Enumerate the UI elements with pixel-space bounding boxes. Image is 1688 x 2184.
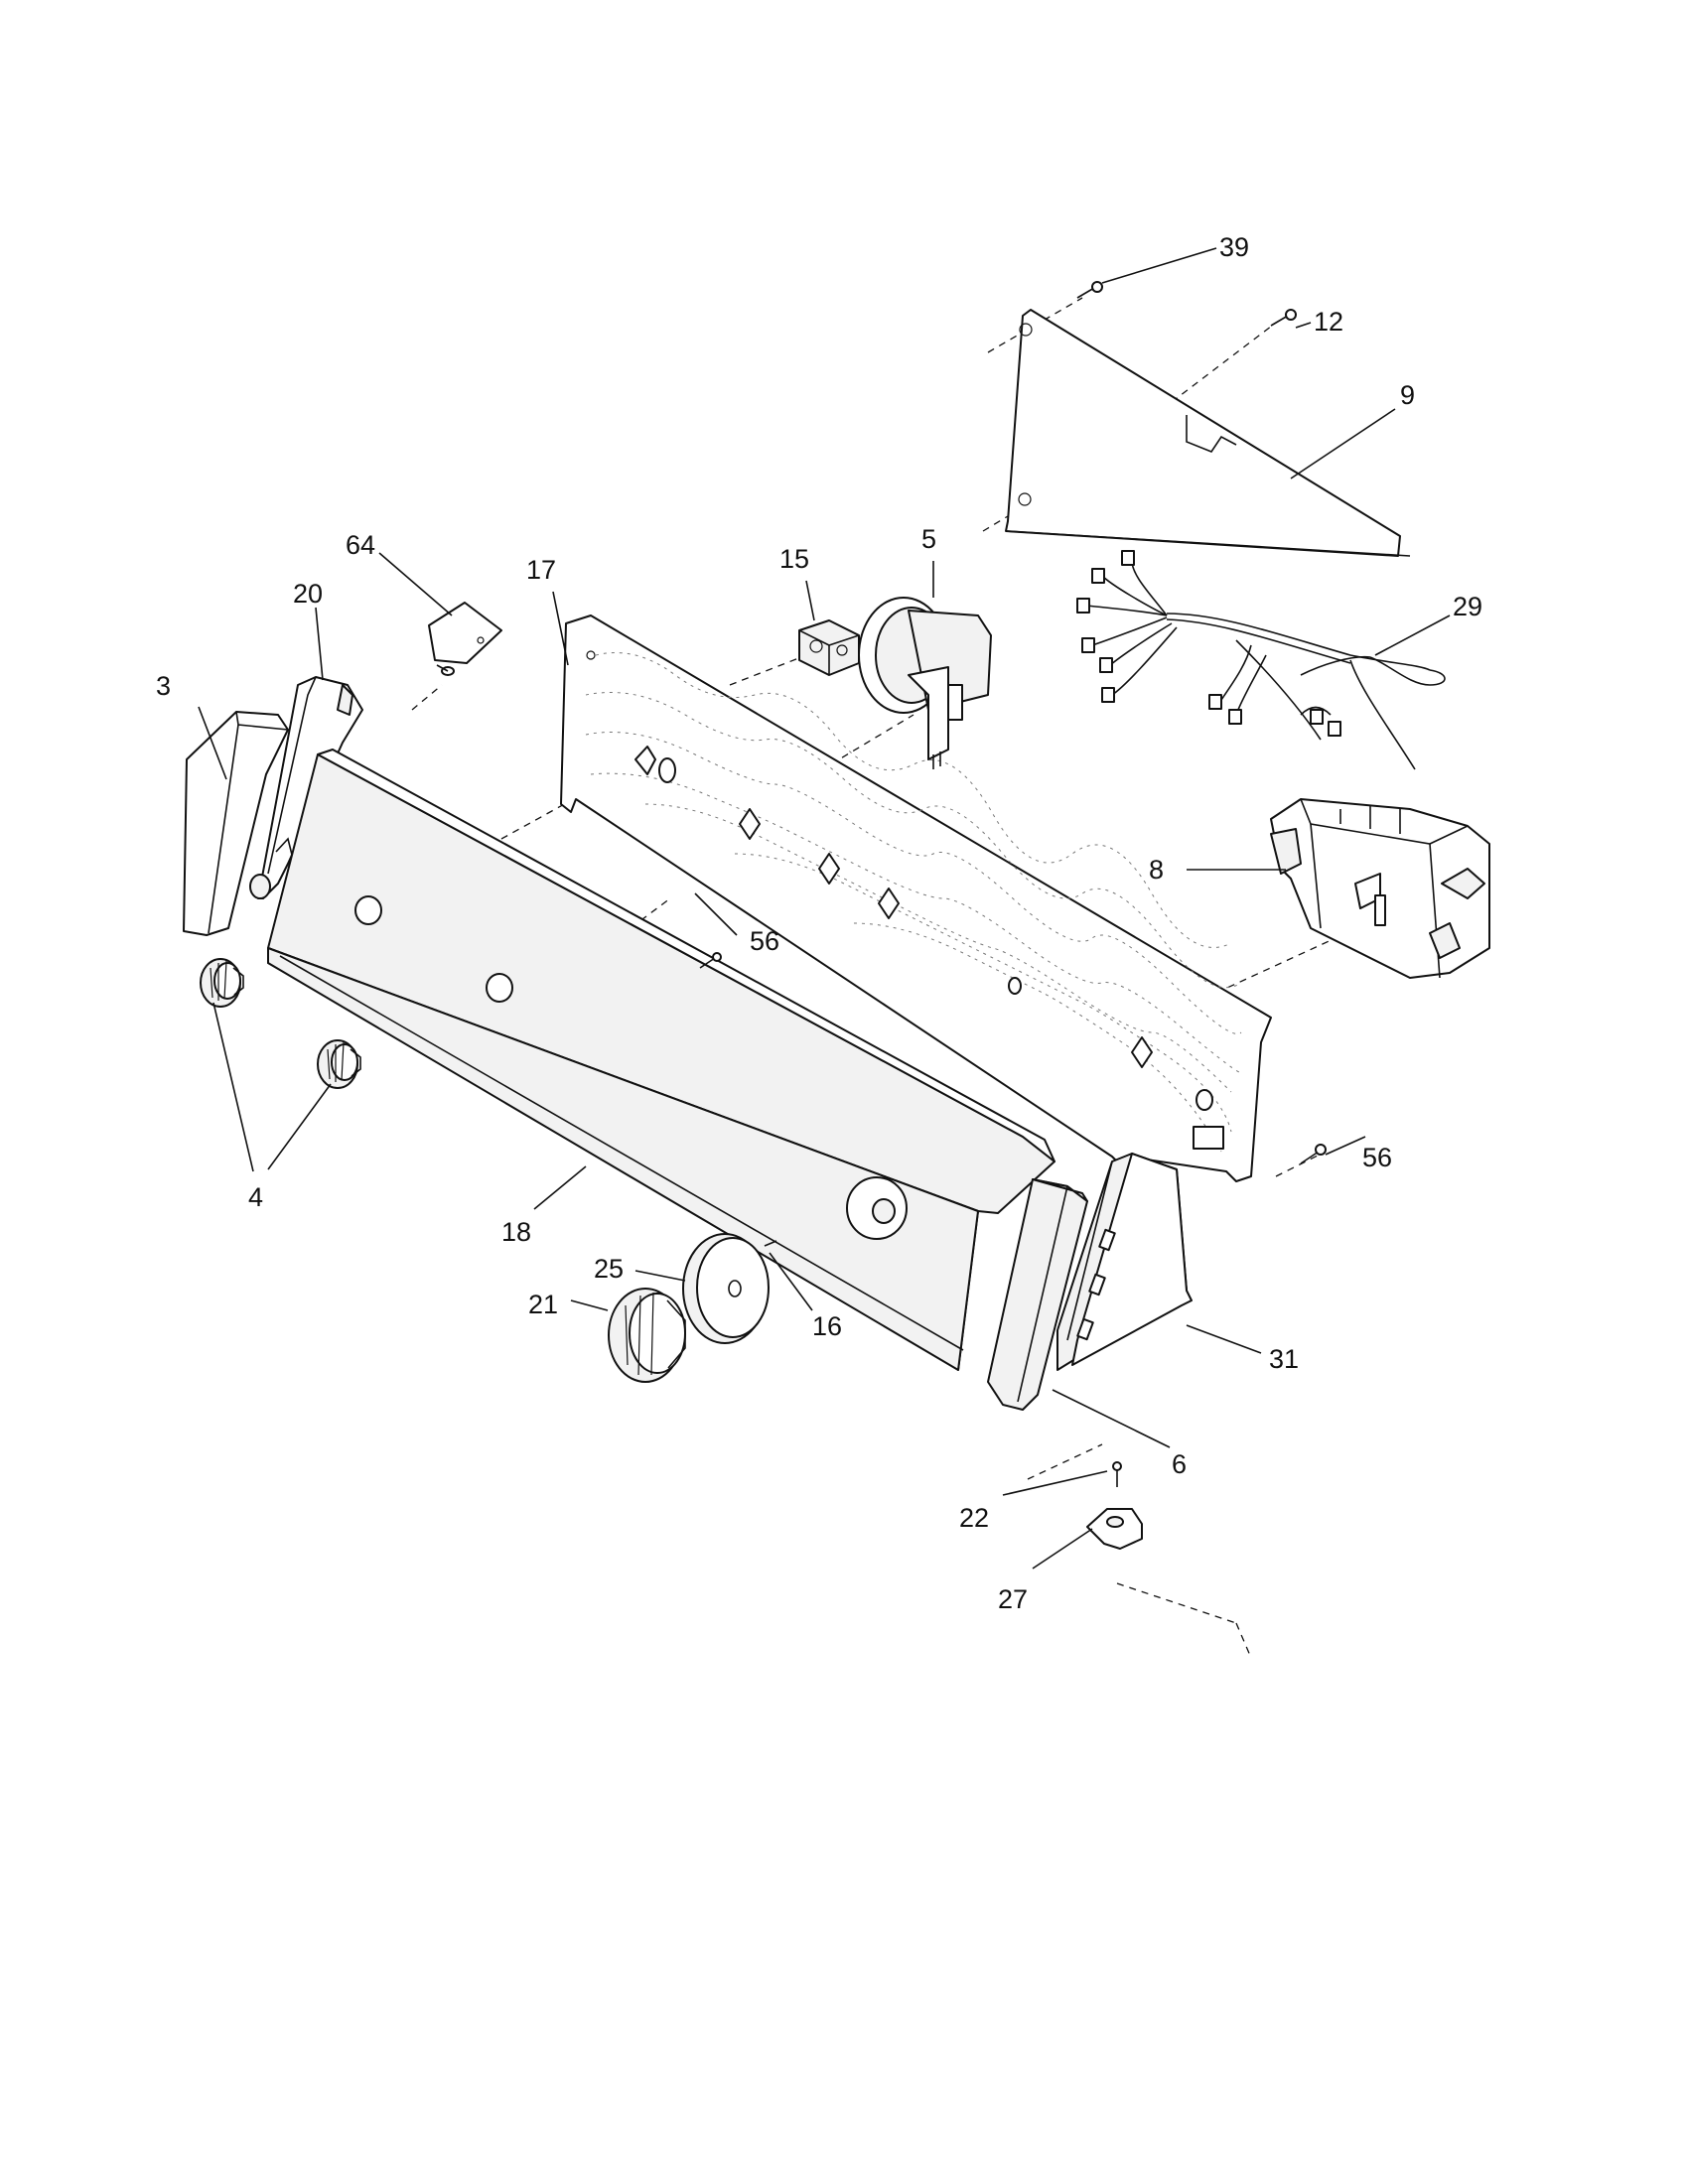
callout-4: 4 (248, 1182, 263, 1212)
small-bracket (428, 602, 502, 676)
callout-15: 15 (779, 544, 809, 574)
screw-56-right (1300, 1144, 1327, 1164)
callout-12: 12 (1314, 307, 1343, 337)
timer-motor (858, 597, 992, 769)
callout-17: 17 (526, 555, 556, 585)
callout-labels: 39 12 9 29 64 20 3 17 15 5 8 56 56 4 18 … (156, 232, 1482, 1614)
control-panel-back (560, 614, 1272, 1182)
screw-39 (1076, 281, 1103, 299)
dial-skirt (682, 1233, 770, 1344)
screw-22 (1112, 1461, 1122, 1487)
large-knob (608, 1288, 686, 1383)
callout-22: 22 (959, 1503, 989, 1533)
callout-31: 31 (1269, 1344, 1299, 1374)
knob-lower (317, 1039, 361, 1089)
callout-27: 27 (998, 1584, 1028, 1614)
callout-6: 6 (1172, 1449, 1187, 1479)
callout-18: 18 (501, 1217, 531, 1247)
right-end-cap (987, 1178, 1088, 1411)
wire-harness (1076, 550, 1446, 770)
front-control-panel (267, 749, 1055, 1371)
pin-16 (764, 1240, 777, 1247)
rear-panel (1005, 309, 1411, 557)
callout-29: 29 (1453, 592, 1482, 621)
screw-56-front (699, 952, 722, 969)
callout-8: 8 (1149, 855, 1164, 885)
foot-bracket (1086, 1508, 1143, 1550)
screw-12 (1270, 309, 1297, 327)
left-end-cap (183, 711, 289, 936)
selector-switch (798, 619, 860, 676)
callout-9: 9 (1400, 380, 1415, 410)
callout-39: 39 (1219, 232, 1249, 262)
callout-3: 3 (156, 671, 171, 701)
callout-56-front: 56 (750, 926, 779, 956)
knob-upper (200, 958, 244, 1008)
callout-25: 25 (594, 1254, 624, 1284)
callout-20: 20 (293, 579, 323, 609)
leader-lines (198, 247, 1451, 1570)
timer-assembly (1270, 798, 1490, 979)
right-end-housing (1056, 1153, 1193, 1371)
callout-56-right: 56 (1362, 1143, 1392, 1172)
callout-16: 16 (812, 1311, 842, 1341)
callout-21: 21 (528, 1290, 558, 1319)
callout-5: 5 (921, 524, 936, 554)
callout-64: 64 (346, 530, 375, 560)
